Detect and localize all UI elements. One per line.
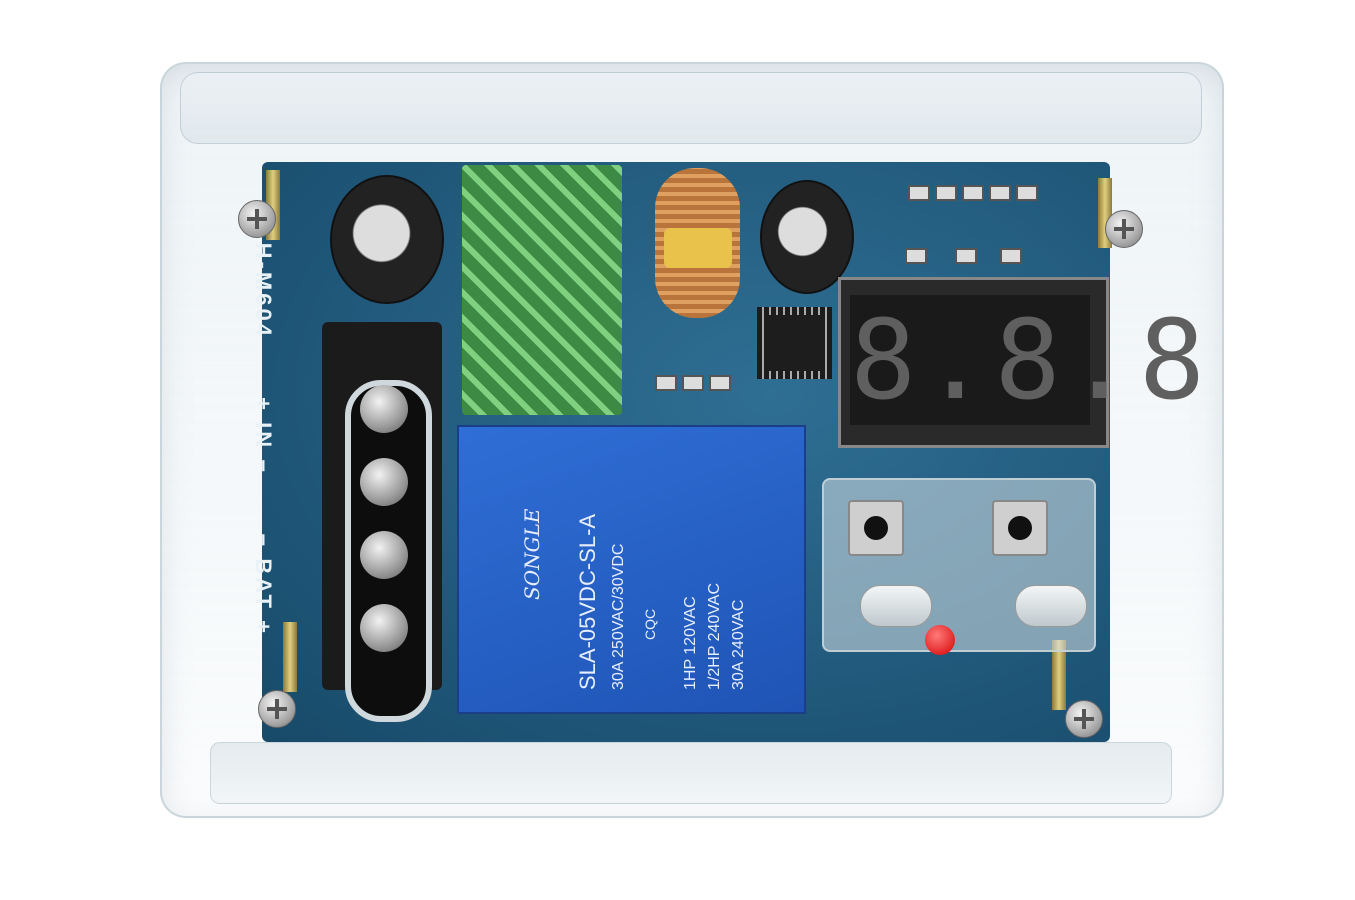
relay-model: SLA-05VDC-SL-A — [575, 513, 600, 690]
push-button-left[interactable] — [848, 500, 904, 556]
relay-cert: CQC — [642, 608, 658, 640]
relay-rating-1: 30A 250VAC/30VDC — [610, 543, 627, 690]
smd-resistor — [1016, 185, 1038, 201]
smd-capacitor — [709, 375, 731, 391]
terminal-screw-icon[interactable] — [360, 385, 408, 433]
terminal-label-6: + — [251, 620, 276, 636]
board-silkscreen-label: XH-M604 + IN − − BAT + — [250, 225, 276, 636]
terminal-label-4: − — [251, 533, 276, 550]
terminal-screw-icon[interactable] — [360, 458, 408, 506]
heatsink — [462, 165, 622, 415]
smd-capacitor — [655, 375, 677, 391]
smd-resistor — [989, 185, 1011, 201]
relay-brand: SONGLE — [520, 508, 544, 600]
smd-resistor — [935, 185, 957, 201]
screw-icon — [1105, 210, 1143, 248]
screw-icon — [258, 690, 296, 728]
status-led — [925, 625, 955, 655]
button-cap-left[interactable] — [860, 585, 932, 627]
smd-resistor — [908, 185, 930, 201]
terminal-label-5: BAT — [251, 558, 276, 611]
capacitor-left — [330, 175, 444, 304]
model-label: XH-M604 — [251, 225, 276, 339]
relay-rating-3: 1/2HP 240VAC — [706, 582, 723, 690]
capacitor-right — [760, 180, 854, 294]
standoff-bottom-left — [283, 622, 297, 692]
relay-rating-2: 1HP 120VAC — [682, 596, 699, 690]
screw-icon — [238, 200, 276, 238]
relay — [457, 425, 806, 714]
screw-icon — [1065, 700, 1103, 738]
terminal-screw-icon[interactable] — [360, 604, 408, 652]
case-bottom-panel — [210, 742, 1172, 804]
push-button-right[interactable] — [992, 500, 1048, 556]
smd-resistor — [962, 185, 984, 201]
smd-resistor — [1000, 248, 1022, 264]
case-top-panel — [180, 72, 1202, 144]
smd-resistor — [905, 248, 927, 264]
inductor-core — [664, 228, 732, 268]
relay-rating-4: 30A 240VAC — [730, 599, 747, 690]
standoff-bottom-right — [1052, 640, 1066, 710]
microcontroller-chip — [764, 315, 825, 371]
terminal-label-2: IN — [251, 422, 276, 451]
terminal-label-3: − — [251, 459, 276, 476]
terminal-label-1: + — [251, 397, 276, 414]
smd-resistor — [955, 248, 977, 264]
smd-capacitor — [682, 375, 704, 391]
terminal-screw-icon[interactable] — [360, 531, 408, 579]
display-readout: 8.8.8 — [850, 295, 1212, 425]
button-cap-right[interactable] — [1015, 585, 1087, 627]
